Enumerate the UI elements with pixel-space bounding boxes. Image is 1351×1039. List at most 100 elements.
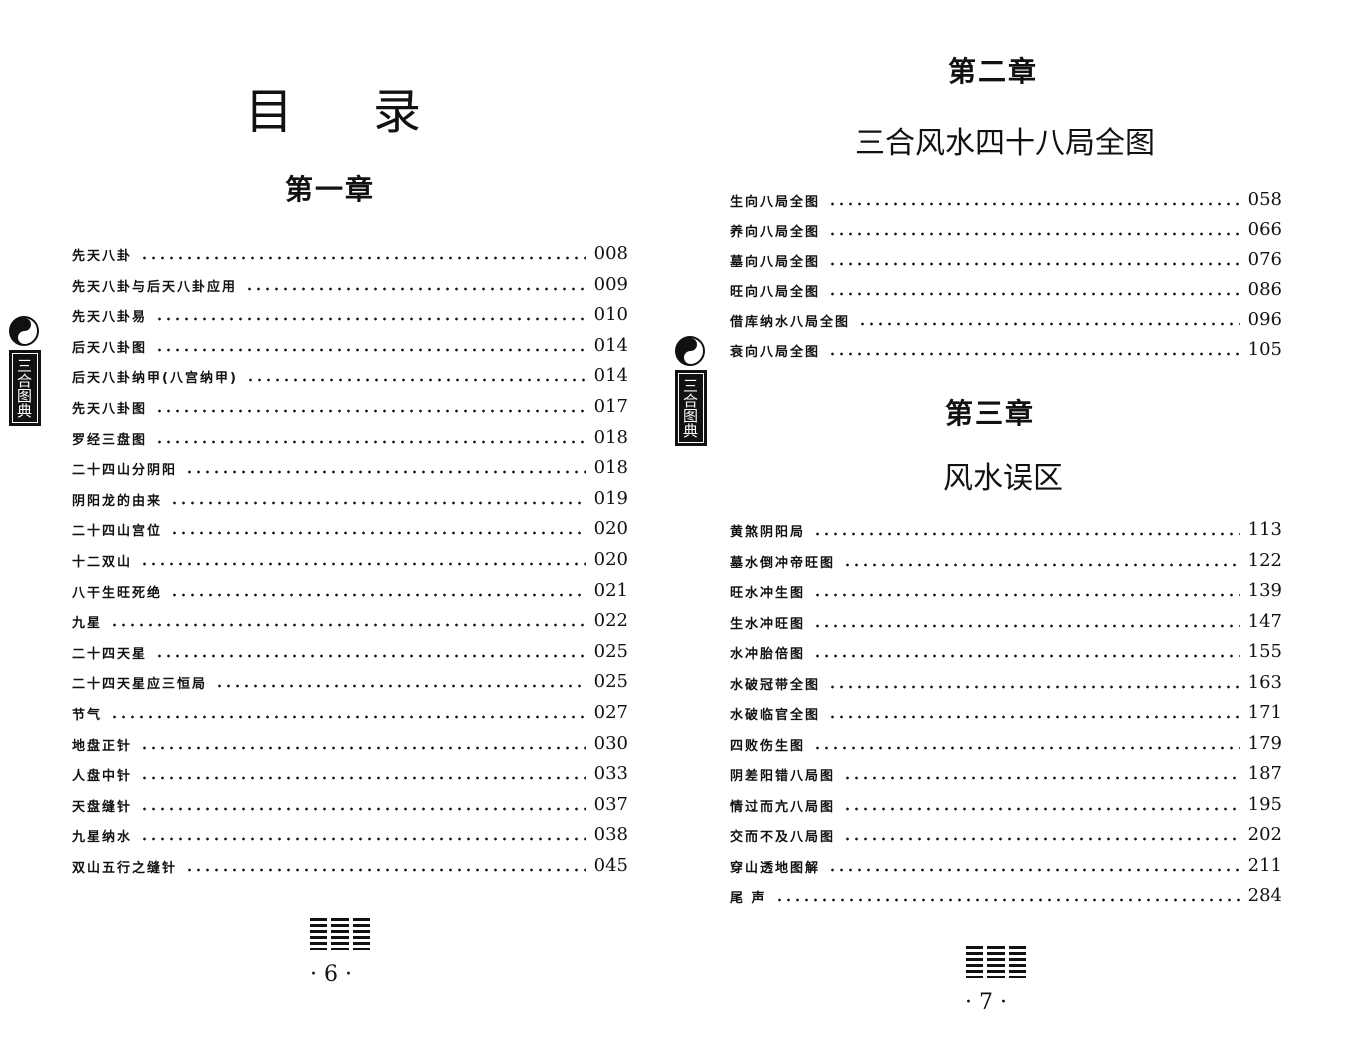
entry-title: 生水冲旺图 — [730, 616, 806, 632]
entry-title: 交而不及八局图 — [730, 830, 836, 845]
dot-leader — [215, 683, 586, 690]
entry-page: 066 — [1247, 219, 1282, 240]
entry-page: 037 — [593, 793, 628, 815]
dot-leader — [110, 622, 586, 629]
dot-leader — [140, 561, 586, 567]
entry-title: 十二双山 — [72, 555, 133, 570]
dot-leader — [828, 231, 1240, 237]
dot-leader — [843, 805, 1240, 812]
dot-leader — [245, 377, 586, 384]
chapter-1-heading: 第一章 — [285, 173, 376, 206]
toc-entry: 四败伤生图 179 — [730, 730, 1282, 754]
entry-page: 045 — [593, 855, 628, 876]
entry-title: 情过而亢八局图 — [730, 799, 836, 815]
entry-page: 009 — [593, 273, 628, 295]
side-tab-label: 三合图典 — [9, 350, 41, 426]
dot-leader — [140, 775, 586, 782]
entry-page: 020 — [593, 518, 628, 540]
entry-page: 030 — [593, 732, 628, 754]
dot-leader — [858, 321, 1240, 327]
toc-entry: 后天八卦纳甲(八宫纳甲) 014 — [72, 362, 628, 386]
yin-yang-icon — [9, 316, 39, 346]
entry-title: 九星纳水 — [72, 830, 133, 846]
side-tab-left: 三合图典 — [9, 316, 41, 426]
trigram-ornament-icon — [966, 946, 1026, 978]
dot-leader — [170, 591, 586, 598]
entry-title: 天盘缝针 — [72, 799, 133, 815]
entry-title: 穿山透地图解 — [730, 860, 821, 876]
dot-leader — [828, 291, 1240, 297]
chapter-3-heading: 第三章 — [945, 397, 1036, 430]
dot-leader — [155, 346, 586, 353]
toc-entry: 养向八局全图 066 — [730, 216, 1282, 240]
entry-title: 尾 声 — [730, 891, 767, 906]
entry-page: 021 — [593, 579, 628, 601]
entry-title: 节气 — [72, 708, 103, 723]
entry-title: 后天八卦纳甲(八宫纳甲) — [72, 371, 238, 387]
dot-leader — [155, 316, 586, 323]
entry-title: 先天八卦易 — [72, 310, 148, 326]
dot-leader — [813, 531, 1240, 537]
dot-leader — [170, 499, 586, 506]
dot-leader — [828, 866, 1240, 873]
chapter-2-heading: 第二章 — [948, 55, 1039, 88]
chapter-2-title: 三合风水四十八局全图 — [855, 126, 1155, 161]
toc-entry: 先天八卦与后天八卦应用 009 — [72, 271, 628, 295]
dot-leader — [170, 530, 586, 537]
page-number: · 7 · — [965, 990, 1007, 1015]
chapter-3-title: 风水误区 — [943, 461, 1063, 496]
entry-page: 155 — [1247, 641, 1282, 662]
entry-page: 179 — [1247, 732, 1282, 754]
dot-leader — [140, 836, 586, 843]
entry-title: 双山五行之缝针 — [72, 861, 178, 876]
entry-page: 122 — [1247, 549, 1282, 571]
entry-page: 025 — [593, 671, 628, 693]
dot-leader — [185, 469, 586, 476]
entry-page: 018 — [593, 457, 628, 479]
dot-leader — [828, 201, 1240, 207]
entry-title: 四败伤生图 — [730, 738, 806, 754]
entry-title: 阴阳龙的由来 — [72, 493, 163, 509]
dot-leader — [140, 805, 586, 812]
dot-leader — [843, 561, 1240, 568]
entry-page: 008 — [593, 243, 628, 264]
entry-title: 二十四天星 — [72, 646, 148, 662]
entry-page: 113 — [1247, 519, 1282, 540]
entry-page: 027 — [593, 702, 628, 723]
entry-title: 地盘正针 — [72, 738, 133, 754]
entry-page: 014 — [593, 365, 628, 387]
entry-title: 先天八卦与后天八卦应用 — [72, 279, 238, 295]
entry-page: 014 — [593, 334, 628, 356]
entry-page: 018 — [593, 426, 628, 448]
entry-title: 水破冠带全图 — [730, 677, 821, 693]
dot-leader — [813, 622, 1240, 629]
entry-title: 二十四山宫位 — [72, 524, 163, 540]
toc-entry: 情过而亢八局图 195 — [730, 791, 1282, 815]
toc-entry: 地盘正针 030 — [72, 730, 628, 754]
entry-title: 先天八卦 — [72, 249, 133, 264]
entry-title: 人盘中针 — [72, 769, 133, 785]
dot-leader — [140, 255, 586, 261]
entry-page: 017 — [593, 396, 628, 417]
dot-leader — [828, 714, 1240, 720]
entry-title: 墓向八局全图 — [730, 255, 821, 270]
entry-title: 九星 — [72, 616, 103, 632]
entry-title: 养向八局全图 — [730, 225, 821, 240]
entry-title: 二十四天星应三恒局 — [72, 677, 208, 693]
entry-page: 086 — [1247, 279, 1282, 300]
entry-page: 195 — [1247, 793, 1282, 815]
